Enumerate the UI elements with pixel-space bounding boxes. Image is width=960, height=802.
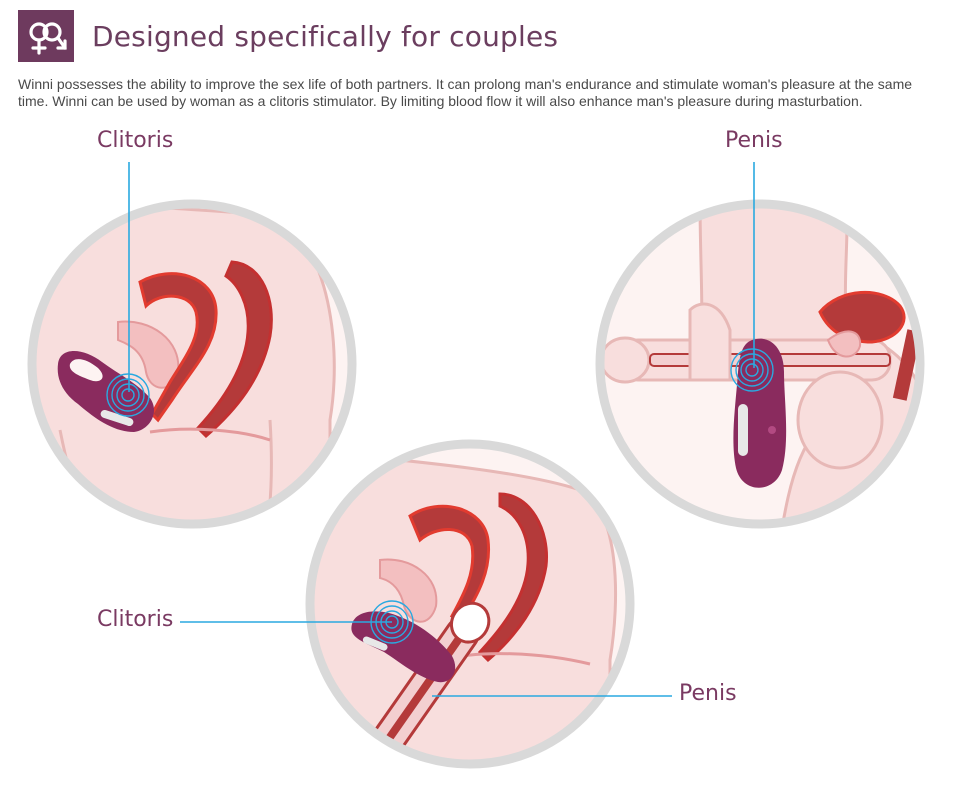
venus-mars-icon	[18, 10, 74, 62]
label-clitoris-bottom: Clitoris	[97, 607, 174, 632]
description-text: Winni possesses the ability to improve t…	[18, 76, 913, 109]
label-penis-top: Penis	[725, 128, 783, 153]
label-penis-bottom: Penis	[679, 681, 737, 706]
page-title: Designed specifically for couples	[92, 20, 559, 53]
callout-lines	[128, 162, 755, 697]
illustration-couple	[305, 439, 635, 769]
label-clitoris-top: Clitoris	[97, 128, 174, 153]
illustration-man-solo	[595, 199, 925, 529]
illustration-woman-solo	[27, 199, 357, 529]
